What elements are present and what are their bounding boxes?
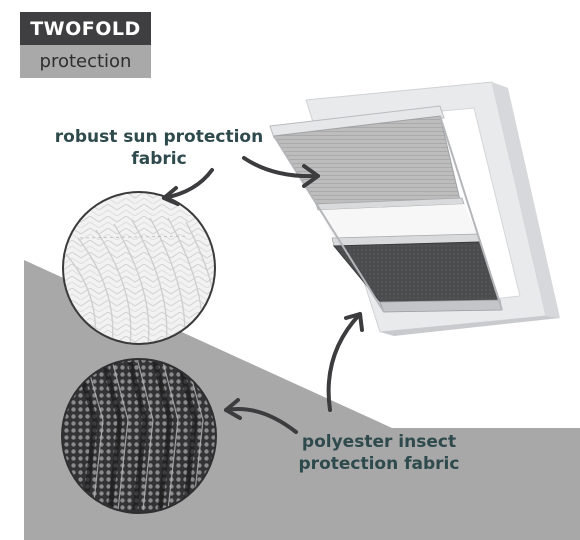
- window-blind-illustration: [269, 81, 560, 336]
- arrow-to-circle-icon: [162, 168, 214, 200]
- caption-line: robust sun protection: [54, 127, 264, 147]
- caption-sun-protection: robust sun protection fabric: [50, 126, 268, 170]
- caption-insect-protection: polyester insect protection fabric: [292, 431, 466, 475]
- pleated-fabric-closeup: [62, 191, 216, 345]
- badge-title: TWOFOLD: [20, 12, 151, 45]
- arrow-to-circle-icon: [224, 407, 298, 434]
- arrow-head-icon: [224, 398, 242, 420]
- caption-line: polyester insect: [301, 432, 457, 452]
- arrow-head-icon: [162, 186, 180, 206]
- arrow-head-icon: [302, 164, 320, 188]
- arrow-head-icon: [344, 312, 364, 332]
- mesh-fabric-closeup: [61, 358, 217, 514]
- arrow-to-window-icon: [326, 312, 362, 412]
- caption-line: fabric: [131, 149, 187, 169]
- badge-subtitle: protection: [20, 45, 151, 78]
- arrow-to-window-icon: [242, 156, 320, 179]
- caption-line: protection fabric: [298, 454, 460, 474]
